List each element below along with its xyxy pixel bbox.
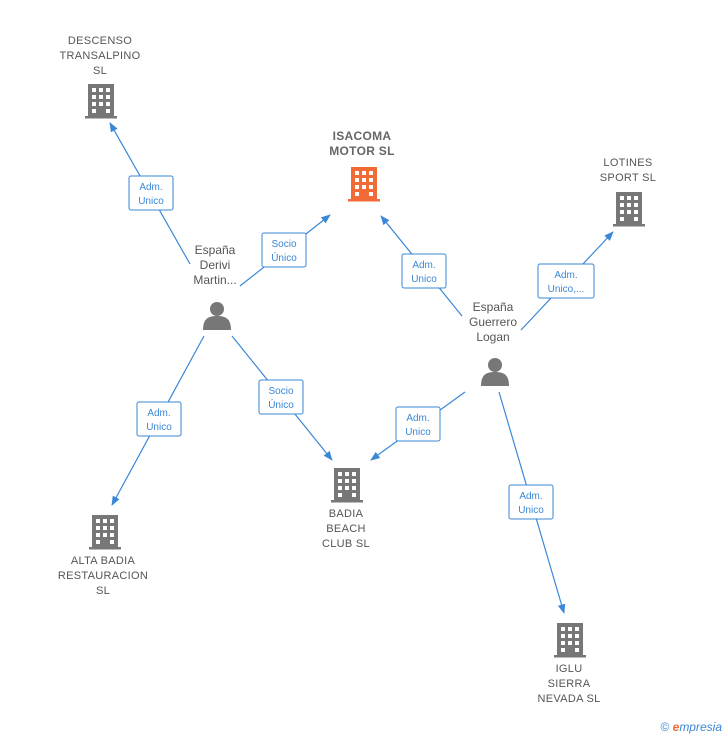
building-icon[interactable] xyxy=(348,167,380,202)
edge-derivi-alta: Adm. Unico xyxy=(111,335,205,506)
copyright-symbol: © xyxy=(660,720,670,734)
edge-guerrero-isacoma: Adm. Unico xyxy=(380,215,463,317)
brand-logo-rest: mpresia xyxy=(679,720,722,734)
node-label[interactable]: ISACOMA xyxy=(333,129,392,143)
edge-guerrero-badia: Adm. Unico xyxy=(370,391,466,461)
node-label[interactable]: España xyxy=(473,300,514,314)
edge-label-box[interactable] xyxy=(401,253,447,289)
node-lotines[interactable]: LOTINES SPORT SL xyxy=(600,157,656,227)
node-derivi[interactable]: EspañaDeriviMartin... xyxy=(193,243,237,330)
building-icon[interactable] xyxy=(554,623,586,658)
edge-label-text: Adm. xyxy=(412,260,435,271)
edge-derivi-descenso: Adm. Unico xyxy=(109,122,191,265)
edge-label-text: Adm. xyxy=(139,182,162,193)
edge-label-box[interactable] xyxy=(395,406,441,442)
node-label[interactable]: DESCENSO xyxy=(68,35,132,47)
edge-label-text: Adm. xyxy=(519,491,542,502)
node-label[interactable]: NEVADA SL xyxy=(537,693,600,705)
node-label[interactable]: CLUB SL xyxy=(322,538,370,550)
node-label[interactable]: SIERRA xyxy=(548,678,591,690)
node-label[interactable]: RESTAURACION xyxy=(58,570,148,582)
node-label[interactable]: Guerrero xyxy=(469,315,517,329)
node-alta[interactable]: ALTA BADIA RESTAURACION SL xyxy=(58,515,148,597)
building-icon[interactable] xyxy=(613,192,645,227)
node-iglu[interactable]: IGLU SIERRA NEVADA SL xyxy=(537,623,600,705)
edge-guerrero-lotines: Adm. Unico,... xyxy=(520,231,614,331)
node-descenso[interactable]: DESCENSO TRANSALPINO SL xyxy=(60,35,141,119)
node-label[interactable]: LOTINES xyxy=(603,157,652,169)
edge-label-text: Unico xyxy=(146,422,172,433)
building-icon[interactable] xyxy=(331,468,363,503)
edge-label-text: Único xyxy=(271,251,297,264)
edge-guerrero-iglu: Adm. Unico xyxy=(498,391,566,614)
edge-label-text: Unico xyxy=(411,274,437,285)
edge-label-text: Unico xyxy=(518,505,544,516)
node-label[interactable]: ALTA BADIA xyxy=(71,555,136,567)
edge-label-text: Unico,... xyxy=(548,284,585,295)
edge-label-box[interactable] xyxy=(537,263,595,299)
building-icon[interactable] xyxy=(89,515,121,550)
edge-label-box[interactable] xyxy=(128,175,174,211)
footer-brand: © empresia xyxy=(660,720,722,734)
edge-label-box[interactable] xyxy=(258,379,304,415)
node-label[interactable]: SL xyxy=(93,65,107,77)
edge-label-box[interactable] xyxy=(136,401,182,437)
edge-label-text: Único xyxy=(268,398,294,411)
edge-label-text: Socio xyxy=(271,239,296,250)
node-label[interactable]: BADIA xyxy=(329,508,364,520)
brand-logo-e: e xyxy=(672,720,680,734)
edge-label-box[interactable] xyxy=(508,484,554,520)
node-label[interactable]: TRANSALPINO xyxy=(60,50,141,62)
person-icon[interactable] xyxy=(203,302,231,330)
edge-label-text: Socio xyxy=(268,386,293,397)
node-label[interactable]: Martin... xyxy=(193,273,236,287)
edge-label-box[interactable] xyxy=(261,232,307,268)
edge-label-text: Unico xyxy=(405,427,431,438)
edge-label-text: Adm. xyxy=(147,408,170,419)
building-icon[interactable] xyxy=(85,84,117,119)
node-label[interactable]: MOTOR SL xyxy=(329,144,395,158)
node-label[interactable]: España xyxy=(195,243,236,257)
edges-layer: Adm.UnicoSocioÚnicoAdm.UnicoSocioÚnicoAd… xyxy=(109,122,614,614)
node-label[interactable]: BEACH xyxy=(326,523,365,535)
edge-label-text: Adm. xyxy=(554,270,577,281)
node-label[interactable]: Derivi xyxy=(200,258,231,272)
brand-logo: empresia xyxy=(673,720,722,734)
edge-label-text: Adm. xyxy=(406,413,429,424)
edge-label-text: Unico xyxy=(138,196,164,207)
person-icon[interactable] xyxy=(481,358,509,386)
node-badia[interactable]: BADIA BEACH CLUB SL xyxy=(322,468,370,550)
node-label[interactable]: SL xyxy=(96,585,110,597)
node-label[interactable]: Logan xyxy=(476,330,509,344)
node-label[interactable]: IGLU xyxy=(556,663,583,675)
node-label[interactable]: SPORT SL xyxy=(600,172,656,184)
